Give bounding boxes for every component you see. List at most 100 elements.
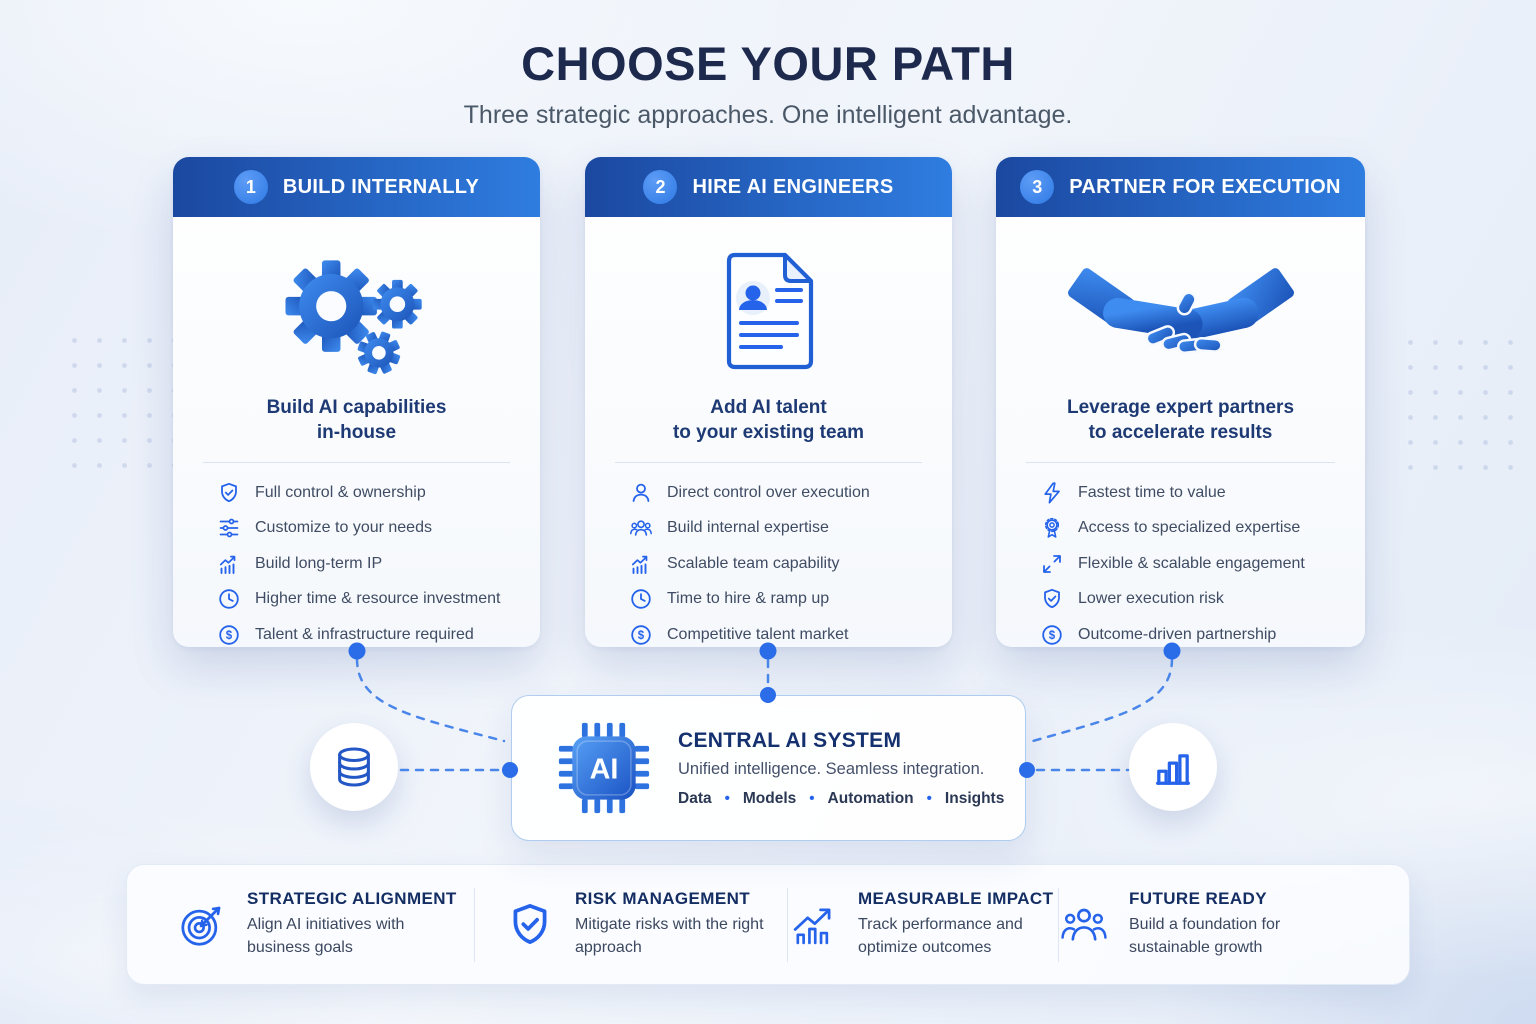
benefit-description: Track performance and optimize outcomes bbox=[858, 916, 1023, 956]
ai-chip-label: AI bbox=[590, 754, 619, 786]
list-item-label: Lower execution risk bbox=[1078, 590, 1224, 608]
card-header: 1 BUILD INTERNALLY bbox=[173, 157, 540, 217]
list-item: Scalable team capability bbox=[629, 546, 942, 582]
card-title: HIRE AI ENGINEERS bbox=[692, 175, 894, 198]
list-item-label: Full control & ownership bbox=[255, 483, 426, 501]
insights-node-circle bbox=[1129, 723, 1217, 811]
chart-up-icon bbox=[788, 900, 838, 950]
expand-icon bbox=[1040, 552, 1064, 576]
tag-insights: Insights bbox=[944, 789, 1005, 807]
chart-growth-icon bbox=[217, 552, 241, 576]
benefits-strip: STRATEGIC ALIGNMENT Align AI initiatives… bbox=[126, 864, 1410, 985]
dollar-circle-icon bbox=[1040, 623, 1064, 647]
step-number-badge: 1 bbox=[233, 170, 268, 204]
central-subtitle: Unified intelligence. Seamless integrati… bbox=[678, 759, 985, 778]
list-item-label: Time to hire & ramp up bbox=[667, 590, 830, 608]
card-header: 3 PARTNER FOR EXECUTION bbox=[996, 157, 1365, 217]
ai-chip-icon: AI bbox=[558, 722, 650, 814]
clock-icon bbox=[629, 587, 653, 611]
card-description-line2: to accelerate results bbox=[1088, 422, 1273, 444]
tag-separator-dot: • bbox=[926, 790, 932, 807]
tag-separator-dot: • bbox=[724, 790, 730, 807]
list-item-label: Outcome-driven partnership bbox=[1078, 625, 1277, 643]
central-title: CENTRAL AI SYSTEM bbox=[678, 728, 902, 752]
list-item-label: Build internal expertise bbox=[667, 519, 829, 537]
divider bbox=[474, 887, 475, 962]
list-item-label: Competitive talent market bbox=[667, 625, 849, 643]
divider bbox=[203, 462, 510, 464]
list-item-label: Scalable team capability bbox=[667, 554, 840, 572]
divider bbox=[787, 887, 788, 962]
data-node-circle bbox=[310, 723, 398, 811]
lightning-icon bbox=[1040, 481, 1064, 505]
card-title: PARTNER FOR EXECUTION bbox=[1069, 175, 1341, 198]
central-text-block: CENTRAL AI SYSTEM Unified intelligence. … bbox=[678, 729, 1004, 808]
divider bbox=[615, 462, 922, 464]
card-description: Add AI talent to your existing team bbox=[585, 395, 952, 445]
list-item-label: Talent & infrastructure required bbox=[255, 625, 474, 643]
card-description-line2: to your existing team bbox=[672, 422, 865, 444]
benefit-description: Mitigate risks with the right approach bbox=[575, 916, 764, 956]
step-number-badge: 2 bbox=[643, 170, 678, 204]
card-description-line2: in-house bbox=[316, 422, 397, 444]
award-icon bbox=[1040, 516, 1064, 540]
gears-icon bbox=[173, 233, 540, 391]
benefit-risk-management: RISK MANAGEMENT Mitigate risks with the … bbox=[475, 865, 787, 984]
feature-list: Direct control over execution Build inte… bbox=[585, 475, 952, 653]
list-item: Higher time & resource investment bbox=[217, 582, 530, 618]
divider bbox=[1026, 462, 1335, 464]
list-item: Time to hire & ramp up bbox=[629, 582, 942, 618]
target-icon bbox=[177, 900, 227, 950]
central-ai-system-panel: AI CENTRAL AI SYSTEM Unified intelligenc… bbox=[511, 695, 1026, 841]
path-card-build-internally: 1 BUILD INTERNALLY bbox=[173, 157, 540, 647]
handshake-icon bbox=[996, 233, 1365, 391]
central-tags: Data • Models • Automation • Insights bbox=[678, 790, 1004, 808]
list-item: Flexible & scalable engagement bbox=[1040, 546, 1355, 582]
people-icon bbox=[1059, 900, 1109, 950]
benefit-title: MEASURABLE IMPACT bbox=[858, 889, 1054, 909]
benefit-title: STRATEGIC ALIGNMENT bbox=[247, 889, 457, 909]
page-title: CHOOSE YOUR PATH bbox=[521, 37, 1015, 90]
card-description-line1: Build AI capabilities bbox=[266, 397, 447, 418]
card-header: 2 HIRE AI ENGINEERS bbox=[585, 157, 952, 217]
shield-check-icon bbox=[505, 900, 555, 950]
list-item: Build internal expertise bbox=[629, 511, 942, 547]
list-item: Access to specialized expertise bbox=[1040, 511, 1355, 547]
list-item-label: Fastest time to value bbox=[1078, 483, 1226, 501]
list-item: Lower execution risk bbox=[1040, 582, 1355, 618]
benefit-strategic-alignment: STRATEGIC ALIGNMENT Align AI initiatives… bbox=[127, 865, 474, 984]
step-number-badge: 3 bbox=[1020, 170, 1055, 204]
list-item-label: Access to specialized expertise bbox=[1078, 519, 1301, 537]
list-item: Outcome-driven partnership bbox=[1040, 617, 1355, 653]
dollar-circle-icon bbox=[217, 623, 241, 647]
list-item: Build long-term IP bbox=[217, 546, 530, 582]
background-dot-grid-right bbox=[1398, 330, 1516, 470]
list-item-label: Direct control over execution bbox=[667, 483, 870, 501]
feature-list: Fastest time to value Access to speciali… bbox=[996, 475, 1365, 653]
list-item-label: Customize to your needs bbox=[255, 519, 432, 537]
page-subtitle: Three strategic approaches. One intellig… bbox=[463, 101, 1073, 129]
person-icon bbox=[629, 481, 653, 505]
clock-icon bbox=[217, 587, 241, 611]
card-description: Build AI capabilities in-house bbox=[173, 395, 540, 445]
database-icon bbox=[331, 744, 377, 790]
tag-models: Models bbox=[742, 789, 797, 807]
tag-automation: Automation bbox=[827, 789, 914, 807]
list-item: Direct control over execution bbox=[629, 475, 942, 511]
shield-check-icon bbox=[217, 481, 241, 505]
benefit-description: Align AI initiatives with business goals bbox=[247, 916, 405, 956]
title-block: CHOOSE YOUR PATH Three strategic approac… bbox=[0, 36, 1536, 130]
list-item-label: Flexible & scalable engagement bbox=[1078, 554, 1305, 572]
chart-growth-icon bbox=[629, 552, 653, 576]
card-description-line1: Add AI talent bbox=[710, 397, 827, 418]
tag-separator-dot: • bbox=[809, 790, 815, 807]
card-description: Leverage expert partners to accelerate r… bbox=[996, 395, 1365, 445]
path-card-partner-for-execution: 3 PARTNER FOR EXECUTION bbox=[996, 157, 1365, 647]
bar-chart-icon bbox=[1150, 744, 1196, 790]
feature-list: Full control & ownership Customize to yo… bbox=[173, 475, 540, 653]
team-icon bbox=[629, 516, 653, 540]
list-item: Talent & infrastructure required bbox=[217, 617, 530, 653]
tag-data: Data bbox=[678, 789, 712, 807]
divider bbox=[1058, 887, 1059, 962]
